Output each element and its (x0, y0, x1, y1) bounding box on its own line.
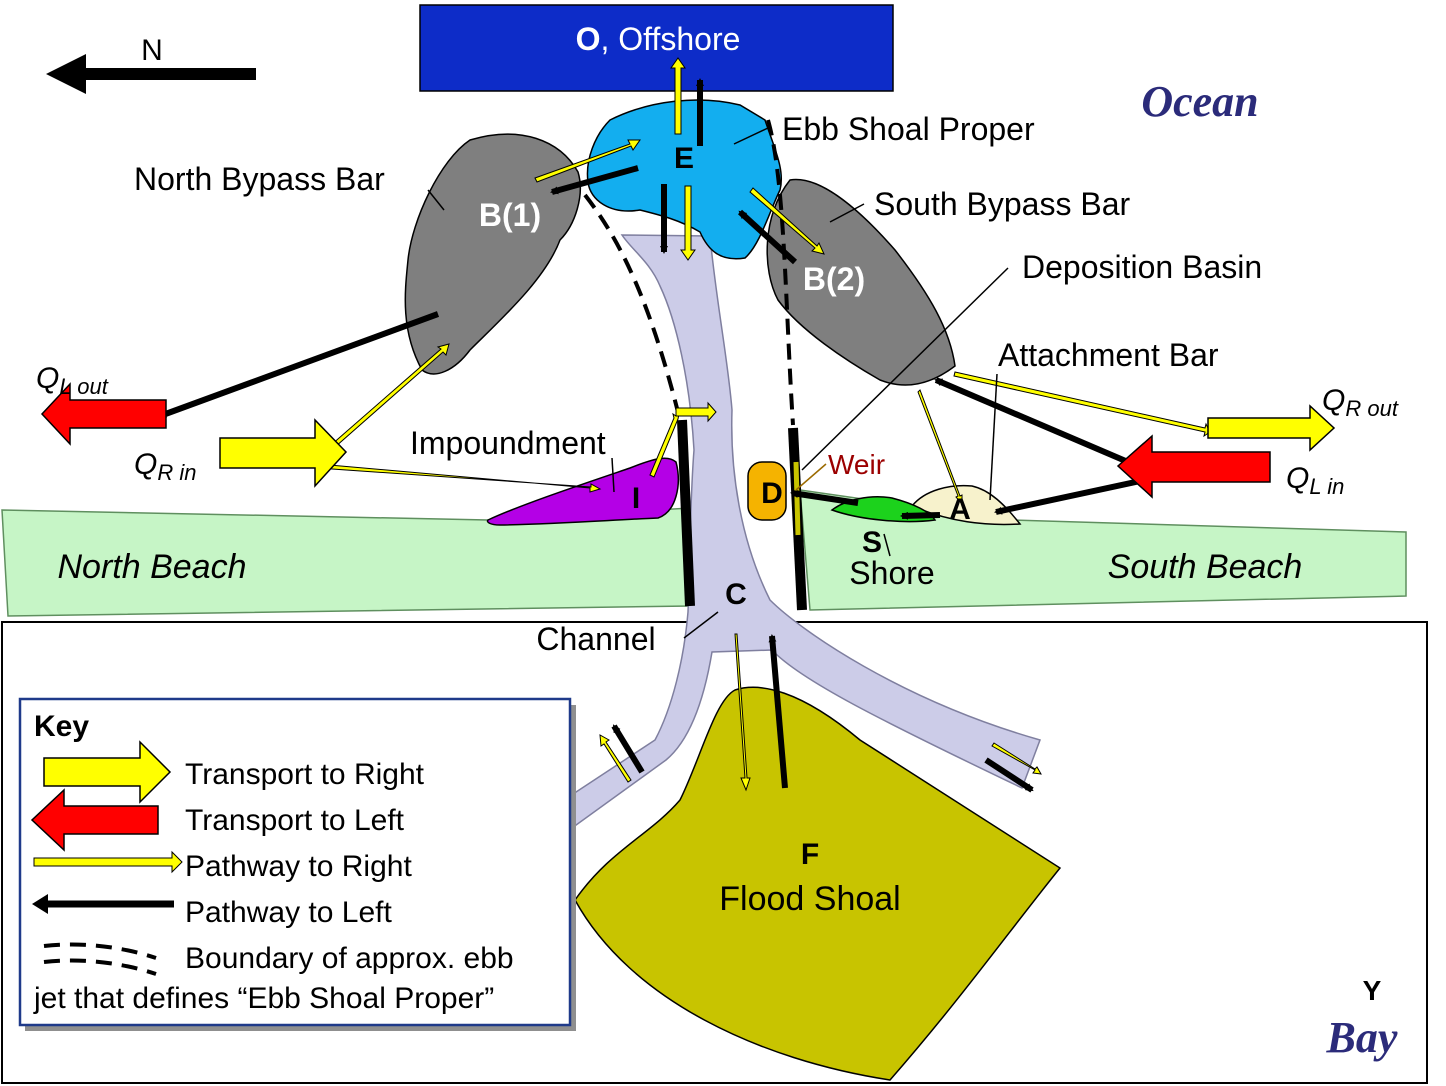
legend-boundary-label-cont: jet that defines “Ebb Shoal Proper” (33, 982, 494, 1015)
deposition-basin-shape (747, 461, 787, 521)
weir-label: Weir (828, 449, 885, 480)
ql-in-arrow (1116, 434, 1271, 499)
legend-pathway-left-label: Pathway to Left (185, 896, 392, 929)
flood-shoal-label: Flood Shoal (719, 880, 900, 918)
pathway-west-branch-right (599, 734, 632, 783)
pathway-shore-d-left (790, 489, 859, 506)
qr-out-label: QR out (1322, 384, 1399, 421)
legend-transport-left-icon (30, 788, 159, 852)
pathway-qrin-impound-right (317, 463, 602, 493)
qr-in-label: QR in (134, 448, 196, 485)
south-bypass-bar-shape (766, 178, 956, 386)
pathway-qlin-a-left (994, 477, 1146, 515)
legend-boundary-icon-2 (43, 958, 157, 976)
north-jetty (677, 419, 695, 607)
ql-out-arrow (40, 382, 167, 446)
pathway-abar-a-right (917, 389, 963, 506)
pathway-e-offshore-right (670, 57, 686, 135)
pathways-left (158, 78, 1146, 793)
shore-label: Shore (849, 555, 934, 591)
legend-transport-right-icon (43, 740, 172, 804)
north-bypass-bar-shape (404, 133, 582, 375)
legend-transport-left-label: Transport to Left (185, 804, 405, 837)
north-arrow-icon (46, 54, 86, 94)
channel-letter: C (725, 578, 747, 611)
pathway-nbb-qlout-left (158, 311, 440, 419)
offshore-box (419, 4, 894, 92)
qr-out-arrow (1207, 404, 1336, 452)
south-beach-label: South Beach (1108, 548, 1303, 586)
deposition-letter: D (761, 477, 783, 510)
legend-boundary-label: Boundary of approx. ebb (185, 942, 514, 975)
pathway-qlin-sbb-left (934, 377, 1130, 465)
north-bypass-bar-label: North Bypass Bar (134, 161, 385, 197)
impoundment-shape (486, 457, 679, 526)
pathway-over-jetty-right (675, 401, 717, 423)
pathway-e-channel-right (680, 185, 696, 261)
pathway-east-branch-right (991, 742, 1042, 775)
channel-label: Channel (536, 621, 655, 657)
pathway-flood-c-left (768, 634, 788, 789)
deposition-basin-label: Deposition Basin (1022, 249, 1262, 285)
qr-in-arrow (219, 418, 348, 488)
flood-letter: F (801, 838, 819, 871)
bay-label: Bay (1326, 1013, 1398, 1062)
ebb-letter: E (674, 142, 694, 175)
legend-pathway-right-icon (33, 850, 183, 874)
pathway-e-b1-left (550, 165, 639, 195)
flood-shoal-shape (574, 686, 1062, 1081)
legend-title: Key (34, 710, 89, 743)
weir-leader (795, 463, 827, 491)
ql-in-label: QL in (1286, 462, 1344, 499)
impoundment-letter: I (632, 482, 640, 515)
ql-out-label: QL out (36, 362, 109, 399)
pathway-b1-e-right (534, 139, 641, 183)
shore-letter: S (862, 526, 882, 559)
pathway-b2-e-left (737, 209, 798, 265)
ebb-shoal-proper-label: Ebb Shoal Proper (782, 111, 1035, 147)
b2-label: B(2) (803, 261, 865, 297)
offshore-label: O, Offshore (576, 21, 741, 57)
pathway-e-b2-right (749, 187, 825, 255)
leader-lines (427, 127, 1009, 639)
north-label: N (141, 34, 163, 67)
legend-transport-right-label: Transport to Right (185, 758, 425, 791)
pathway-a-shore-left (900, 511, 941, 520)
legend-pathway-left-icon (32, 894, 48, 914)
south-bypass-bar-label: South Bypass Bar (874, 186, 1130, 222)
b1-label: B(1) (479, 197, 541, 233)
attachment-letter: A (949, 493, 971, 526)
north-beach-label: North Beach (58, 548, 247, 586)
legend-pathway-right-label: Pathway to Right (185, 850, 412, 883)
impoundment-label: Impoundment (410, 425, 606, 461)
pathway-c-flood-right (734, 633, 751, 792)
weir-section (793, 461, 801, 536)
ocean-label: Ocean (1141, 77, 1258, 126)
attachment-bar-label: Attachment Bar (998, 337, 1219, 373)
pathway-east-branch-left (984, 757, 1034, 793)
bay-letter: Y (1363, 975, 1382, 1006)
ebb-jet-boundary-north (583, 193, 682, 421)
pathway-west-branch-left (611, 724, 645, 774)
legend-boundary-icon (43, 942, 157, 960)
ebb-shoal-shape (586, 99, 783, 260)
